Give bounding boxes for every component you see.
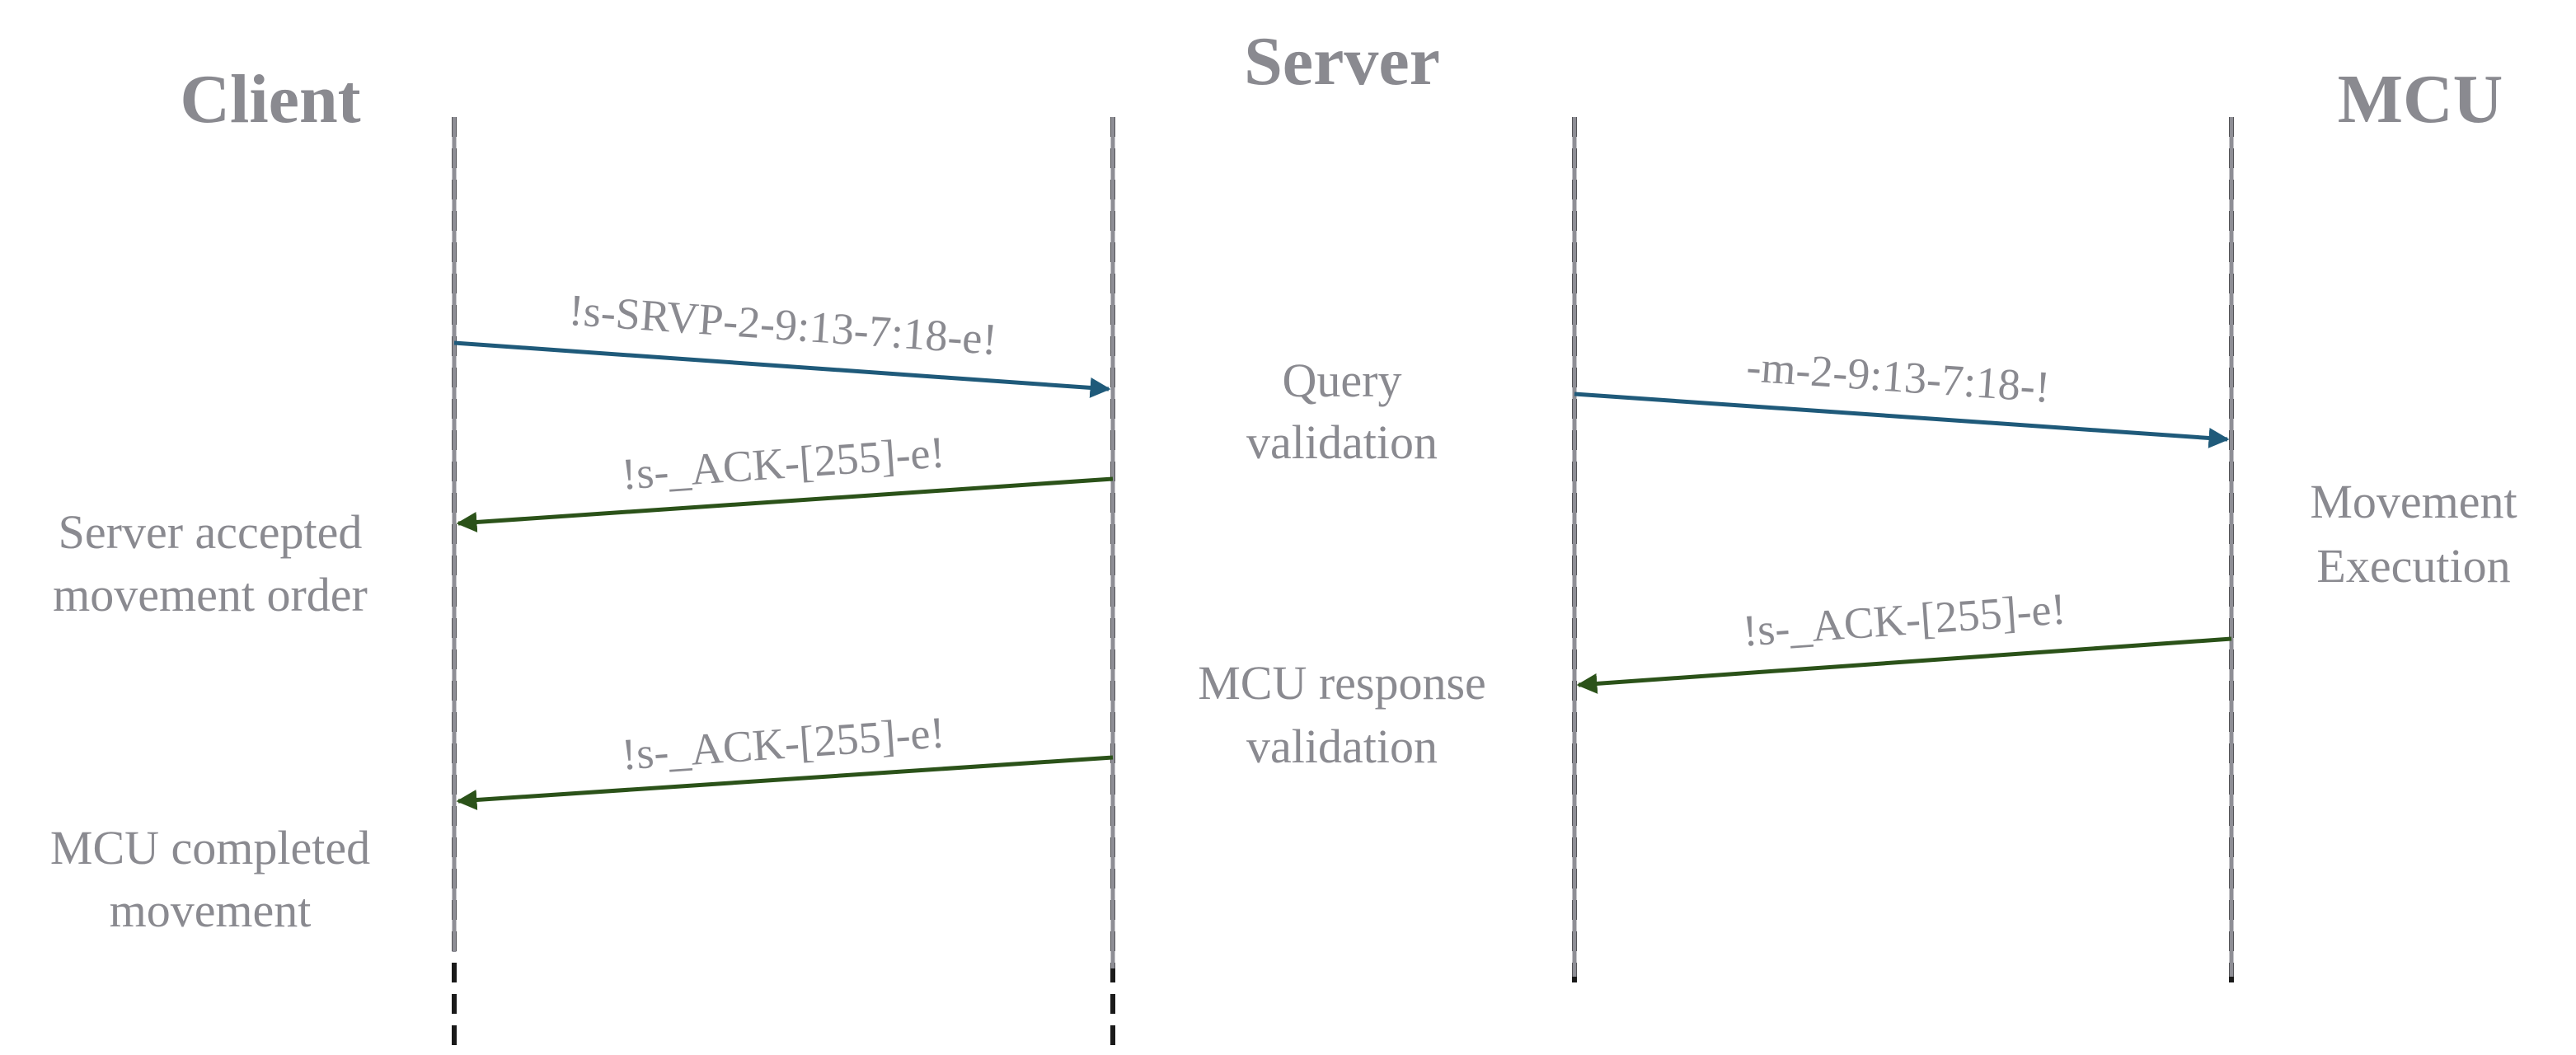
arrow-server-ack-1: [456, 476, 1114, 532]
actor-client-label: Client: [180, 61, 360, 138]
actor-mcu-label: MCU: [2338, 61, 2503, 138]
note-server-accepted: Server accepted movement order: [53, 505, 368, 621]
note-line: validation: [1246, 720, 1438, 773]
actor-server-label: Server: [1244, 23, 1440, 100]
note-mcu-response-validation: MCU response validation: [1198, 656, 1486, 773]
note-query-validation: Query validation: [1246, 354, 1438, 469]
message-client-to-server: !s-SRVP-2-9:13-7:18-e!: [567, 285, 999, 364]
message-server-ack-2: !s-_ACK-[255]-e!: [620, 707, 946, 779]
note-line: Execution: [2316, 539, 2510, 593]
message-server-to-mcu: -m-2-9:13-7:18-!: [1745, 341, 2052, 412]
note-line: Query: [1283, 354, 1402, 407]
note-line: movement: [110, 884, 312, 937]
note-line: validation: [1246, 415, 1438, 469]
arrow-client-to-server: [453, 340, 1111, 398]
arrow-mcu-ack: [1576, 636, 2232, 694]
note-line: MCU response: [1198, 656, 1486, 710]
message-mcu-ack: !s-_ACK-[255]-e!: [1741, 584, 2067, 655]
note-line: movement order: [53, 568, 368, 621]
arrow-server-ack-2: [456, 755, 1114, 810]
message-server-ack-1: !s-_ACK-[255]-e!: [620, 427, 946, 499]
note-line: Server accepted: [59, 505, 363, 559]
note-line: Movement: [2310, 475, 2517, 528]
note-movement-execution: Movement Execution: [2310, 475, 2517, 593]
note-line: MCU completed: [50, 821, 370, 874]
note-mcu-completed: MCU completed movement: [50, 821, 370, 937]
arrow-server-to-mcu: [1574, 392, 2230, 448]
